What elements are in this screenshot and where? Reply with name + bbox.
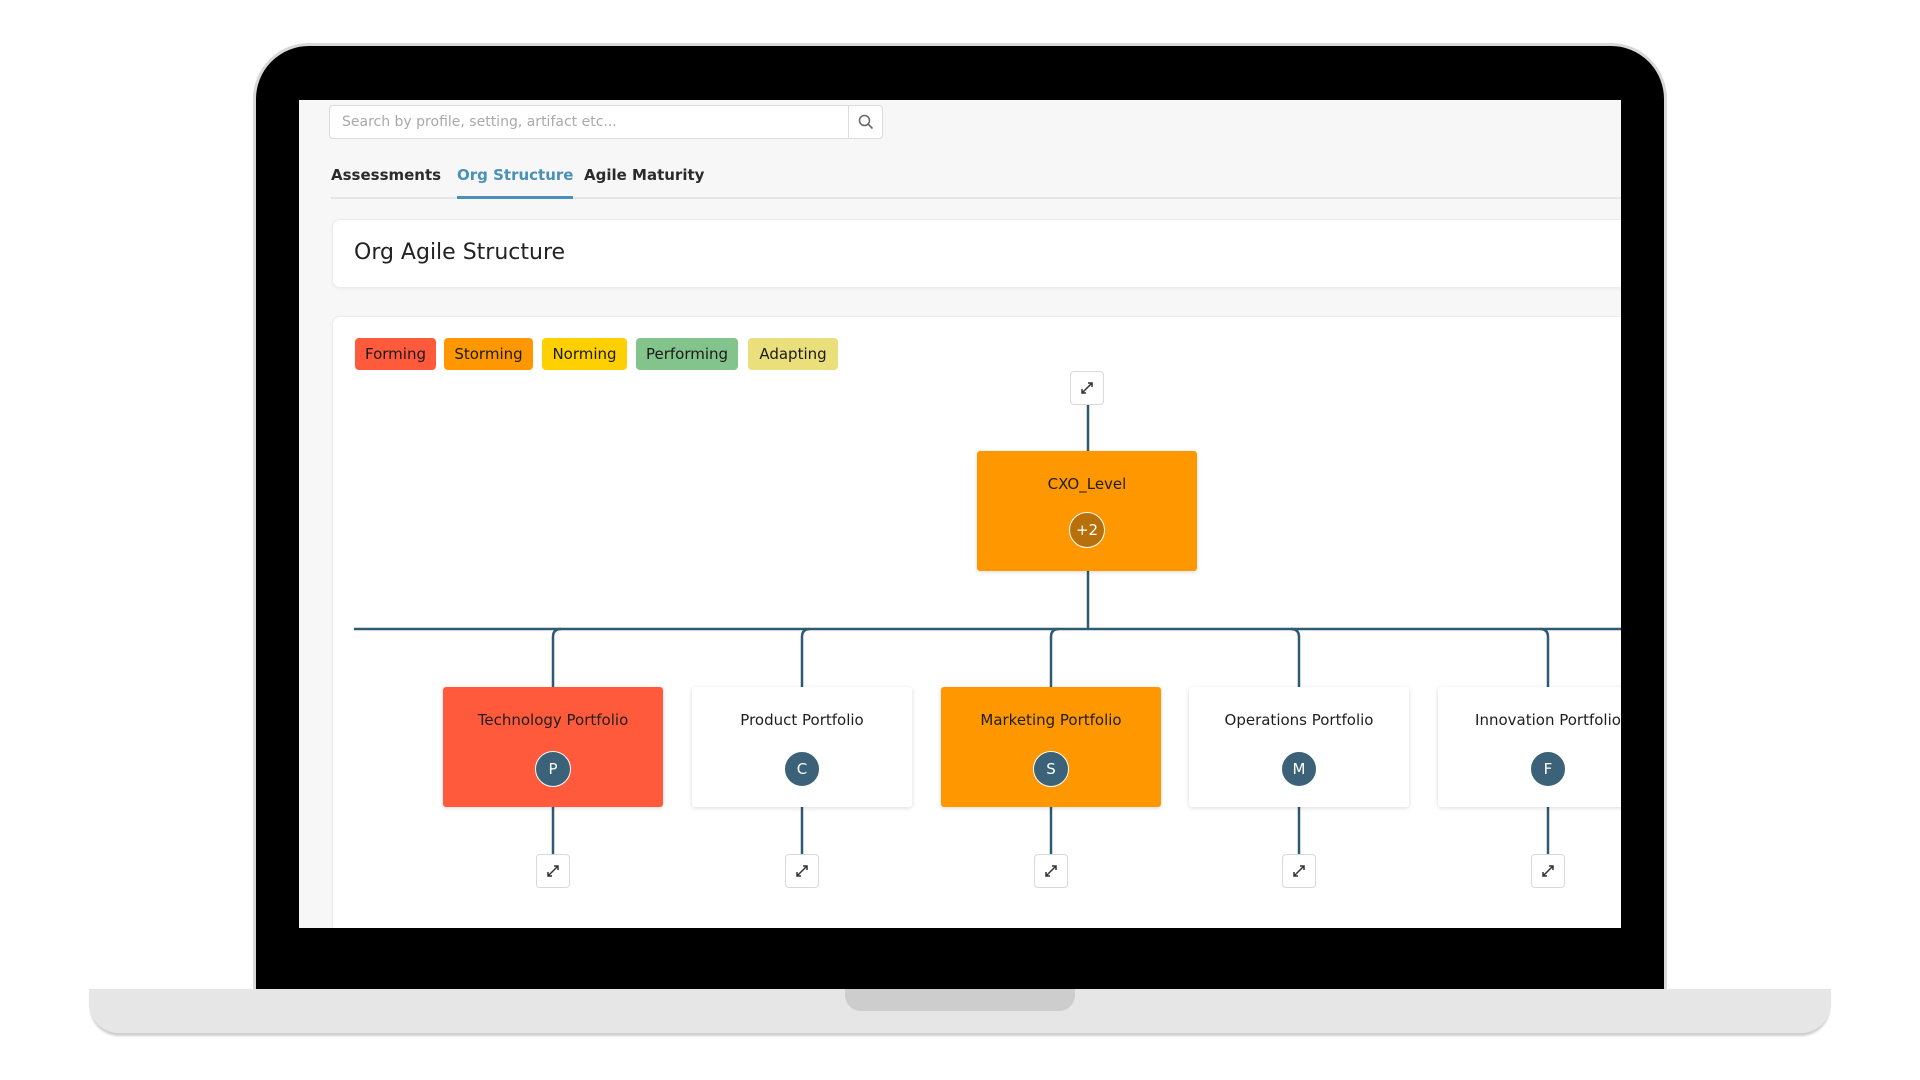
- avatar: P: [535, 751, 571, 787]
- search-input[interactable]: [330, 106, 830, 138]
- node-label: Technology Portfolio: [477, 711, 629, 729]
- avatar: F: [1530, 751, 1566, 787]
- avatar: S: [1033, 751, 1069, 787]
- tab-org-structure[interactable]: Org Structure: [457, 166, 574, 199]
- node-label: Product Portfolio: [740, 711, 864, 729]
- app-screen: Assessments Org Structure Agile Maturity…: [299, 100, 1621, 928]
- legend-norming: Norming: [542, 338, 627, 370]
- legend-adapting: Adapting: [748, 338, 838, 370]
- legend-performing: Performing: [636, 338, 738, 370]
- expand-icon: [547, 865, 559, 877]
- expand-operations-button[interactable]: [1282, 854, 1316, 888]
- expand-icon: [1542, 865, 1554, 877]
- node-operations-portfolio[interactable]: Operations Portfolio M: [1189, 687, 1409, 807]
- more-members-badge[interactable]: +2: [1069, 512, 1105, 548]
- expand-icon: [1293, 865, 1305, 877]
- avatar: M: [1281, 751, 1317, 787]
- expand-marketing-button[interactable]: [1034, 854, 1068, 888]
- node-technology-portfolio[interactable]: Technology Portfolio P: [443, 687, 663, 807]
- node-label: Marketing Portfolio: [980, 711, 1122, 729]
- node-root[interactable]: CXO_Level +2: [977, 451, 1197, 571]
- node-marketing-portfolio[interactable]: Marketing Portfolio S: [941, 687, 1161, 807]
- node-product-portfolio[interactable]: Product Portfolio C: [692, 687, 912, 807]
- search-bar: [329, 105, 883, 139]
- expand-icon: [796, 865, 808, 877]
- tab-assessments[interactable]: Assessments: [331, 166, 442, 184]
- node-label: CXO_Level: [1047, 475, 1127, 493]
- node-innovation-portfolio[interactable]: Innovation Portfolio F: [1438, 687, 1621, 807]
- org-chart-card: [332, 316, 1621, 928]
- search-button[interactable]: [848, 106, 882, 138]
- expand-technology-button[interactable]: [536, 854, 570, 888]
- tab-bar: Assessments Org Structure Agile Maturity: [331, 166, 1621, 199]
- legend-forming: Forming: [355, 338, 436, 370]
- expand-innovation-button[interactable]: [1531, 854, 1565, 888]
- expand-icon: [1045, 865, 1057, 877]
- node-label: Innovation Portfolio: [1475, 711, 1621, 729]
- connector-lines: [354, 405, 1621, 855]
- legend-storming: Storming: [444, 338, 533, 370]
- node-label: Operations Portfolio: [1224, 711, 1374, 729]
- search-icon: [858, 114, 873, 130]
- laptop-notch: [845, 989, 1075, 1011]
- expand-root-button[interactable]: [1070, 371, 1104, 405]
- avatar: C: [784, 751, 820, 787]
- tab-agile-maturity[interactable]: Agile Maturity: [584, 166, 705, 184]
- expand-product-button[interactable]: [785, 854, 819, 888]
- expand-icon: [1081, 382, 1093, 394]
- page-title: Org Agile Structure: [354, 240, 566, 265]
- title-card: Org Agile Structure: [332, 219, 1621, 288]
